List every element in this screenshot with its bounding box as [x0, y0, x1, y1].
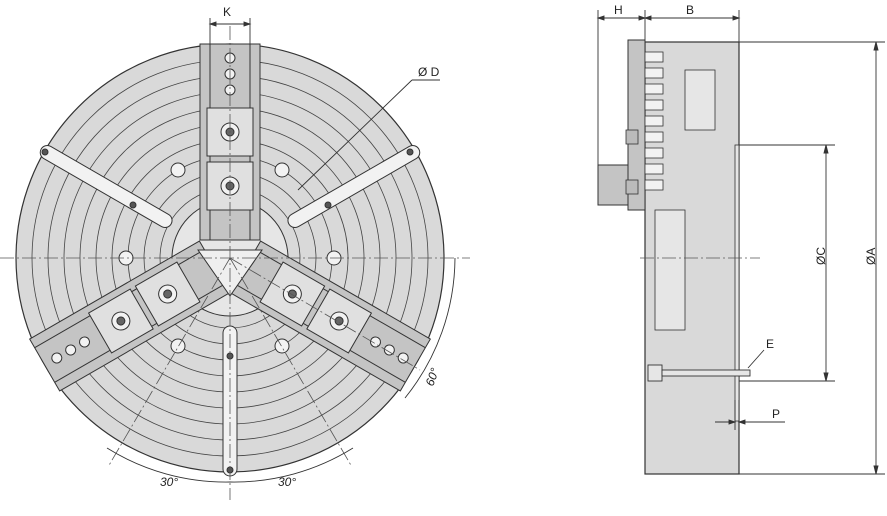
- h-label: H: [614, 3, 623, 17]
- jaw-lower-left: [28, 240, 231, 392]
- angle-30-left-label: 30°: [160, 475, 178, 489]
- spigot-depth-dimension: [715, 400, 785, 430]
- jaw-lower-right: [229, 240, 432, 392]
- mount-bolt-leader: [747, 349, 765, 369]
- angle-30-right-label: 30°: [278, 475, 296, 489]
- outer-diameter-dimension: [739, 41, 885, 475]
- hb-dimensions: [596, 10, 741, 165]
- side-recess: [654, 209, 686, 331]
- center-lines: [0, 26, 470, 500]
- spigot-diameter-dimension: [739, 144, 835, 382]
- e-label: E: [766, 337, 774, 351]
- p-label: P: [772, 407, 780, 421]
- angle-arcs: [106, 257, 456, 483]
- bolt-circle-leader: [297, 79, 440, 191]
- side-spigot: [734, 144, 740, 422]
- outer-diameter-label: ØA: [864, 248, 878, 265]
- b-label: B: [686, 3, 694, 17]
- side-view: H B ØA ØC E P: [596, 3, 885, 475]
- mount-bolt: [647, 364, 751, 382]
- jaw-width-dimension: [208, 18, 252, 44]
- angle-60-label: 60°: [423, 366, 442, 388]
- spigot-diameter-label: ØC: [814, 247, 828, 265]
- jaw-screws: [644, 51, 664, 191]
- front-view: K Ø D 60° 30° 30°: [0, 5, 470, 500]
- bolt-circle-label: Ø D: [418, 65, 440, 79]
- jaw-bolts: [625, 129, 639, 195]
- k-label: K: [223, 5, 231, 19]
